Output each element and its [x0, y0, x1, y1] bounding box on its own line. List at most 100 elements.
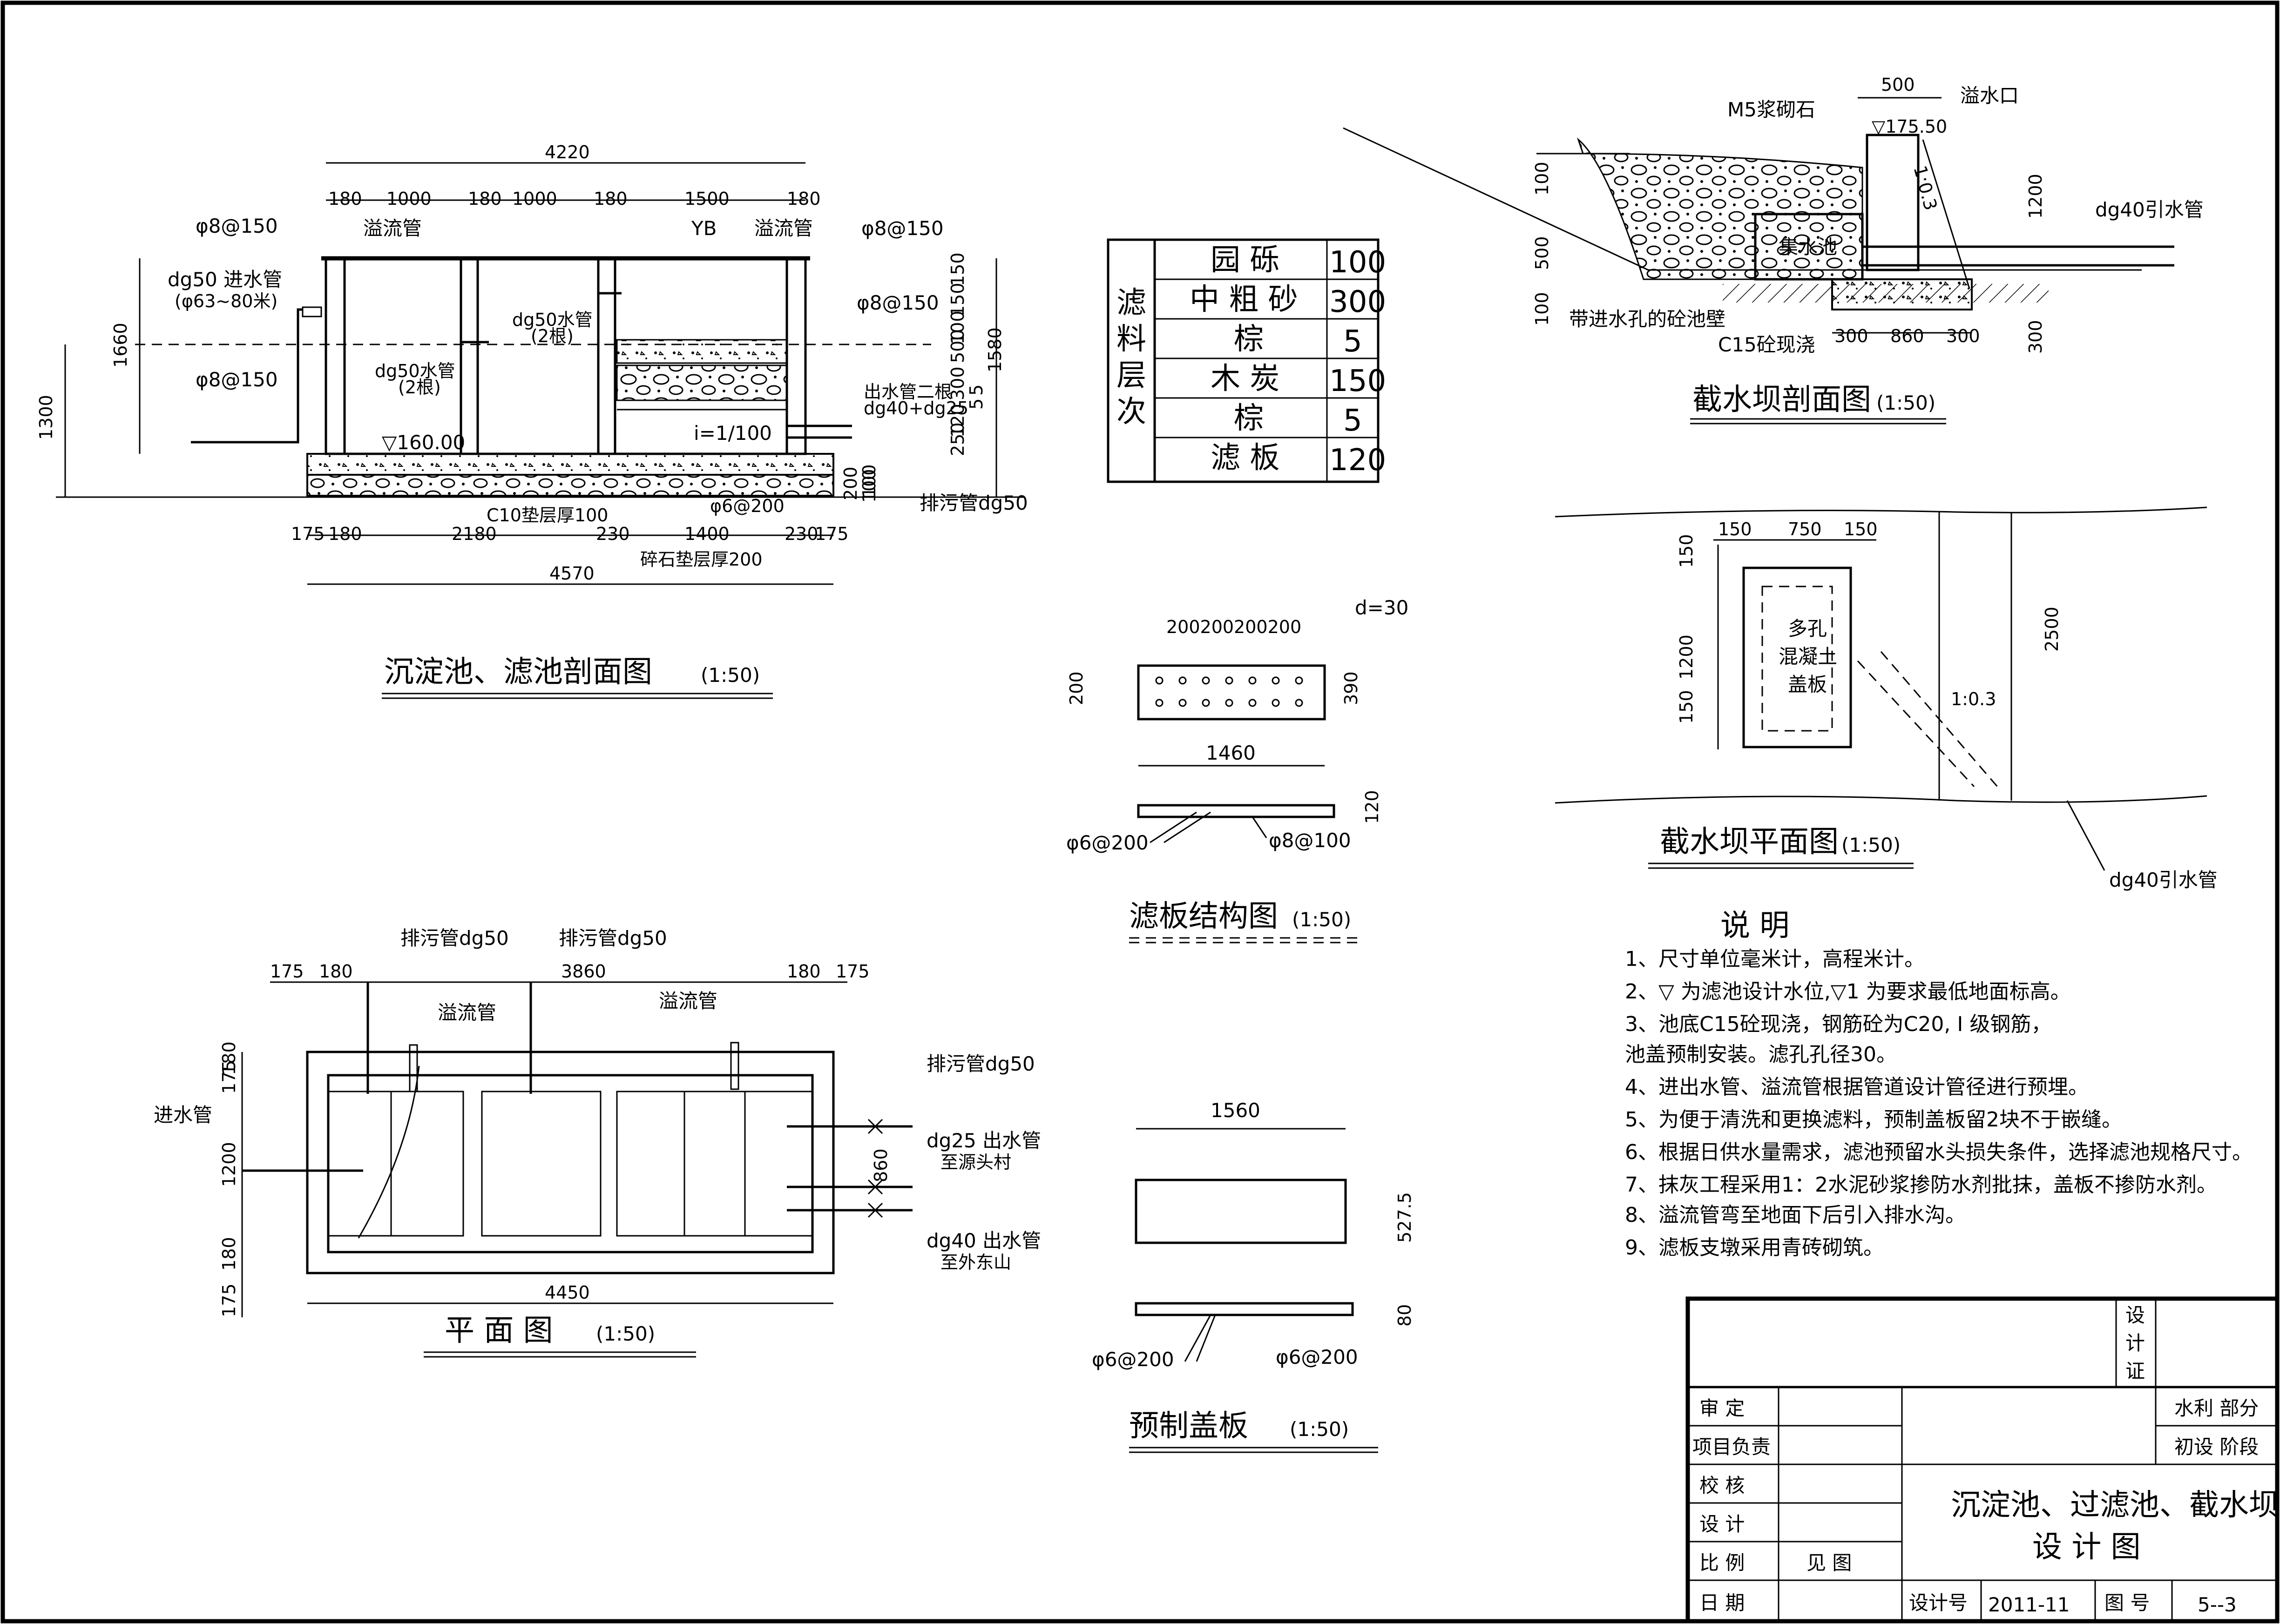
plan-dim-top-3: 3860 — [561, 961, 606, 982]
dim-right-0: 150 — [947, 252, 968, 286]
dam-plan-view: 150 750 150 150 1200 150 2500 1:0.3 多孔 混… — [1555, 506, 2218, 891]
note-item: 5、为便于清洗和更换滤料，预制盖板留2块不于嵌缝。 — [1625, 1108, 2122, 1132]
dim-top-7: 180 — [787, 189, 821, 209]
dam-h1200: 1200 — [2025, 174, 2046, 219]
tb-dept: 水利 部分 — [2174, 1397, 2259, 1420]
note-item: 1、尺寸单位毫米计，高程米计。 — [1625, 947, 1925, 971]
dam-plan-right: 2500 — [2042, 606, 2062, 652]
label-overflow-2: 溢流管 — [754, 217, 813, 240]
dim-bot-total: 4570 — [549, 563, 595, 584]
dam-plan-top-3: 150 — [1844, 519, 1878, 539]
plan-drain-3: 排污管dg50 — [927, 1052, 1035, 1075]
dam-level: ▽175.50 — [1872, 116, 1947, 137]
table-row-value: 120 — [1329, 443, 1386, 478]
dam-plan-scale: (1:50) — [1841, 834, 1901, 856]
plan-out-1: dg25 出水管 — [927, 1129, 1041, 1152]
plate-d: d=30 — [1355, 596, 1408, 619]
dim-bot-1: 175 — [291, 524, 325, 544]
table-row-value: 100 — [1329, 245, 1386, 280]
plan-dim-left-1: 175 — [219, 1060, 239, 1094]
dam-section-title: 截水坝剖面图 — [1692, 383, 1871, 417]
dam-plan-top-2: 750 — [1788, 519, 1822, 539]
dim-right-5: 5 — [966, 384, 987, 396]
label-overflow-1: 溢流管 — [363, 217, 422, 240]
tb-drawing-title-2: 设 计 图 — [2032, 1530, 2141, 1564]
dam-concrete: C15砼现浇 — [1718, 333, 1815, 356]
table-row-name: 滤 板 — [1211, 441, 1279, 475]
dam-overflow: 溢水口 — [1960, 84, 2019, 107]
dim-right-2: 500 — [947, 329, 968, 363]
label-rebar-tr: φ8@150 — [861, 217, 944, 240]
plan-dim-left-3: 1200 — [219, 1142, 239, 1187]
plan-overflow-2: 溢流管 — [659, 990, 717, 1012]
label-yb: YB — [691, 217, 717, 240]
dim-right-8: 120 — [947, 404, 968, 438]
label-outlet: 出水管二根 — [864, 382, 952, 402]
dim-left-1660: 1660 — [110, 323, 131, 368]
filter-material-table: 滤 料 层 次 园 砾 中 粗 砂 棕 木 炭 棕 滤 板 100 300 5 … — [1107, 238, 1386, 483]
plate-holes — [1155, 676, 1303, 707]
tb-cert-2: 计 — [2125, 1332, 2145, 1354]
table-row-name: 木 炭 — [1211, 362, 1279, 396]
cover-thick-dim: 80 — [1394, 1304, 1415, 1327]
table-heading-2: 料 — [1116, 322, 1146, 357]
plan-dim-left-5: 175 — [219, 1283, 239, 1317]
label-level: ▽160.00 — [382, 431, 465, 454]
table-row-name: 棕 — [1234, 322, 1264, 357]
note-item: 4、进出水管、溢流管根据管道设计管径进行预埋。 — [1625, 1075, 2089, 1099]
tb-row: 项目负责 — [1692, 1435, 1771, 1458]
label-cushion-2: 碎石垫层厚200 — [640, 549, 763, 570]
note-item: 9、滤板支墩采用青砖砌筑。 — [1625, 1236, 1884, 1260]
table-row-name: 棕 — [1234, 401, 1264, 436]
plan-dim-top-1: 175 — [270, 961, 304, 982]
plate-thick-dim: 120 — [1362, 790, 1382, 824]
dam-plan-cover-3: 盖板 — [1788, 673, 1827, 696]
tb-cert-1: 设 — [2125, 1304, 2145, 1327]
dam-plan-left-1: 150 — [1676, 534, 1697, 568]
label-pipe2: dg50水管 — [512, 310, 593, 330]
tb-row: 审 定 — [1699, 1397, 1745, 1420]
tb-row: 日 期 — [1699, 1591, 1745, 1614]
tb-drawing-no: 5--3 — [2198, 1593, 2237, 1616]
plan-dim-top-4: 180 — [787, 961, 821, 982]
plate-title: 滤板结构图 — [1129, 899, 1278, 934]
dam-plan-slope: 1:0.3 — [1951, 689, 1996, 709]
dim-top-6: 1500 — [684, 189, 730, 209]
dam-plan-title: 截水坝平面图 — [1660, 825, 1839, 859]
dam-bot-1: 300 — [1834, 326, 1868, 346]
plan-title: 平 面 图 — [445, 1314, 553, 1348]
dim-right-11: 100 — [859, 464, 880, 498]
cover-width-dim: 1560 — [1211, 1099, 1260, 1122]
plan-dim-left-4: 180 — [219, 1237, 239, 1271]
dam-wall: 带进水孔的砼池壁 — [1569, 308, 1725, 330]
cover-plate-view: 1560 527.5 80 φ6@200 φ6@200 预制盖板 (1:50) — [1092, 1099, 1415, 1453]
cover-height-dim: 527.5 — [1394, 1192, 1415, 1243]
dam-pipe: dg40引水管 — [2095, 198, 2204, 221]
label-drain: 排污管dg50 — [920, 492, 1028, 514]
dim-bot-3: 2180 — [452, 524, 497, 544]
table-row-value: 5 — [1343, 324, 1362, 359]
dim-bot-6: 230 — [785, 524, 819, 544]
table-row-value: 5 — [1343, 404, 1362, 438]
plan-overflow-1: 溢流管 — [438, 1001, 496, 1024]
label-rebar-b: φ6@200 — [710, 496, 785, 516]
dim-top-5: 180 — [594, 189, 628, 209]
label-pipe1-sub: (2根) — [398, 377, 441, 398]
table-row-name: 中 粗 砂 — [1190, 283, 1298, 317]
dam-basin: 集水池 — [1779, 236, 1837, 258]
tb-design-no: 2011-11 — [1988, 1593, 2070, 1616]
plate-left-dim: 200 — [1066, 671, 1087, 705]
notes-block: 说 明 1、尺寸单位毫米计，高程米计。 2、▽ 为滤池设计水位,▽1 为要求最低… — [1625, 909, 2253, 1260]
table-row-value: 300 — [1329, 285, 1386, 319]
label-slope: i=1/100 — [694, 422, 772, 445]
label-rebar-mr: φ8@150 — [857, 291, 939, 314]
table-heading-3: 层 — [1116, 358, 1146, 393]
dim-bot-5: 1400 — [684, 524, 730, 544]
dam-bot-2: 860 — [1890, 326, 1924, 346]
table-heading-4: 次 — [1116, 395, 1146, 429]
label-inlet: dg50 进水管 — [168, 268, 282, 291]
cover-scale: (1:50) — [1290, 1418, 1349, 1441]
dam-plan-top-1: 150 — [1718, 519, 1752, 539]
